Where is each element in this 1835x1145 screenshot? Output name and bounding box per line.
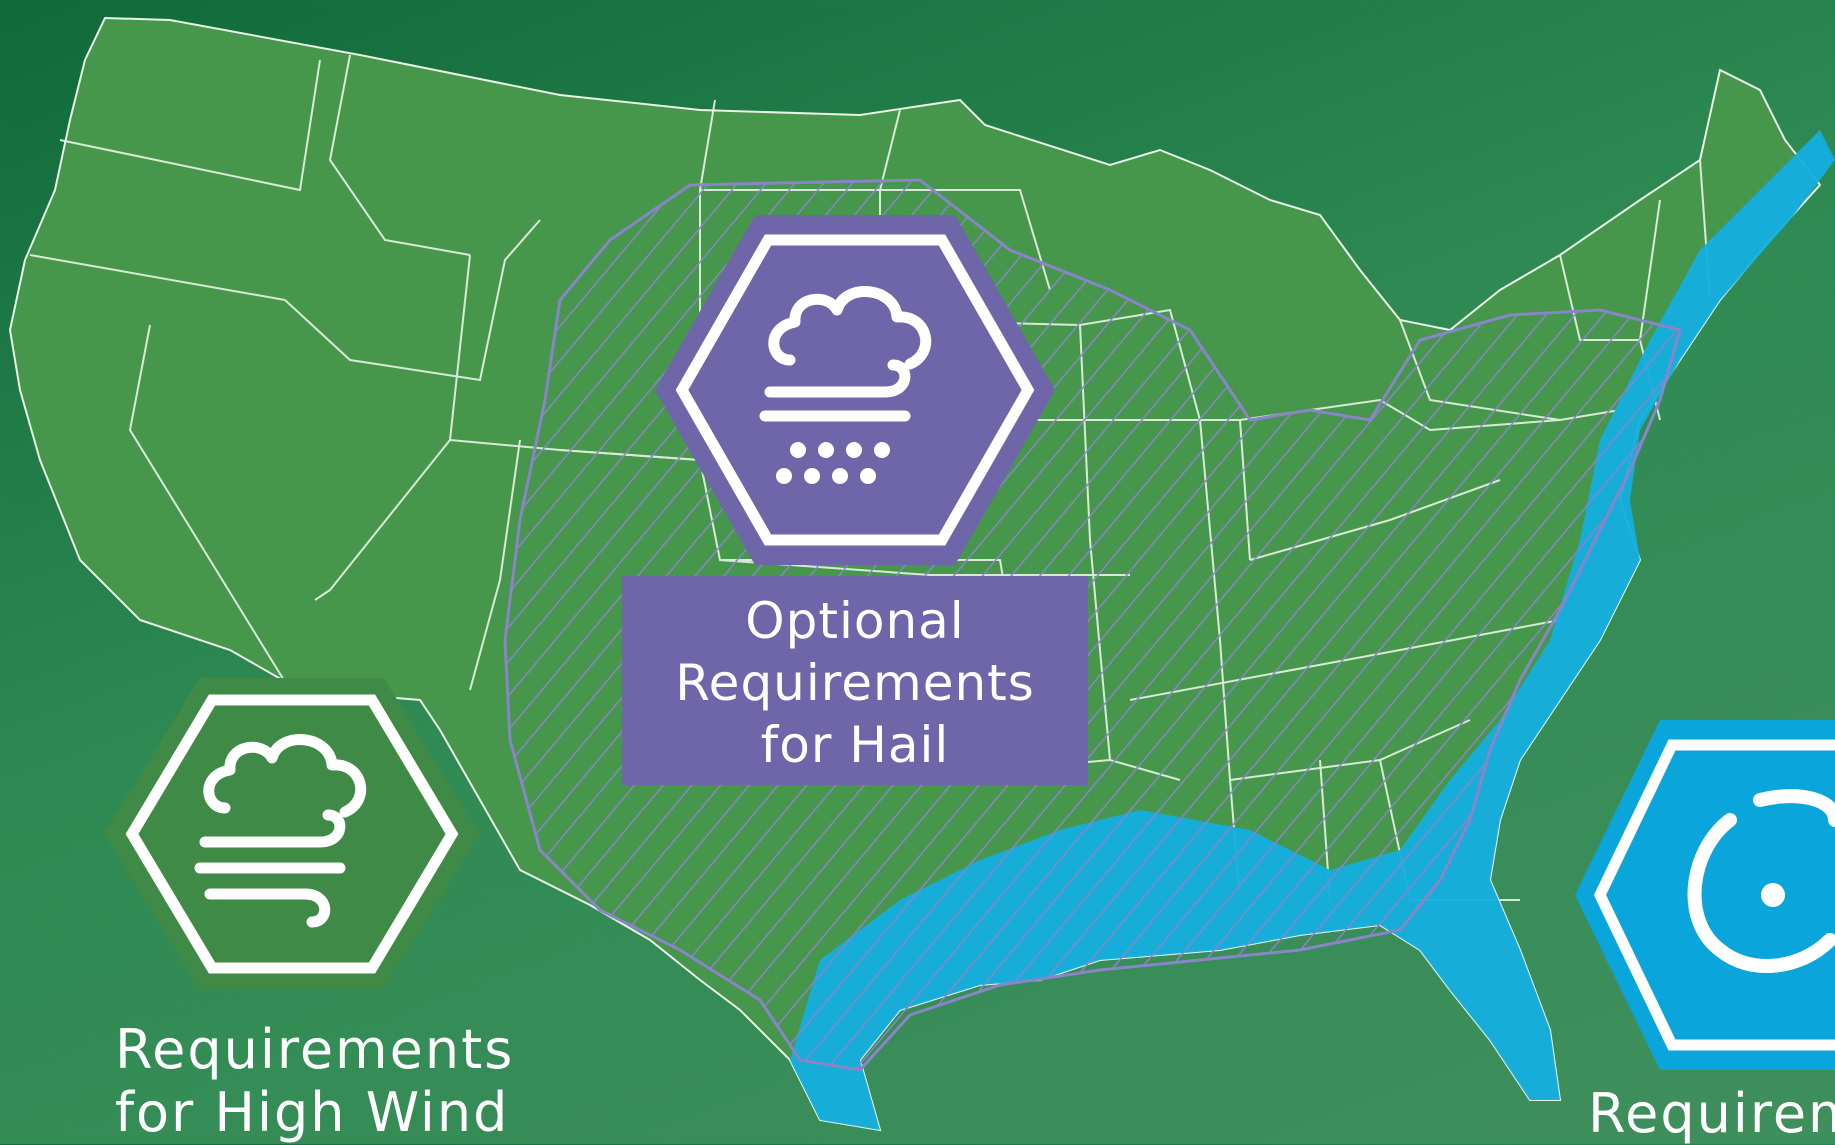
cloud-wind-hail-icon <box>759 286 932 484</box>
wind-caption-line1: Requirements <box>115 1018 515 1081</box>
hurricane-icon <box>1687 789 1835 973</box>
hail-label-box: Optional Requirements for Hail <box>622 576 1088 785</box>
hail-label-line3: for Hail <box>760 716 950 774</box>
wind-caption-line2: for High Wind <box>115 1081 510 1144</box>
hail-label-line2: Requirements <box>675 654 1035 712</box>
hail-badge <box>655 215 1055 565</box>
hurricane-caption: Requirem <box>1588 1082 1835 1145</box>
hurricane-caption-line1: Requirem <box>1588 1082 1835 1145</box>
cloud-wind-icon <box>194 734 367 928</box>
hail-label-line1: Optional <box>745 592 965 650</box>
wind-caption: Requirements for High Wind <box>115 1018 514 1144</box>
hurricane-badge <box>1575 720 1835 1070</box>
wind-badge <box>104 678 480 990</box>
